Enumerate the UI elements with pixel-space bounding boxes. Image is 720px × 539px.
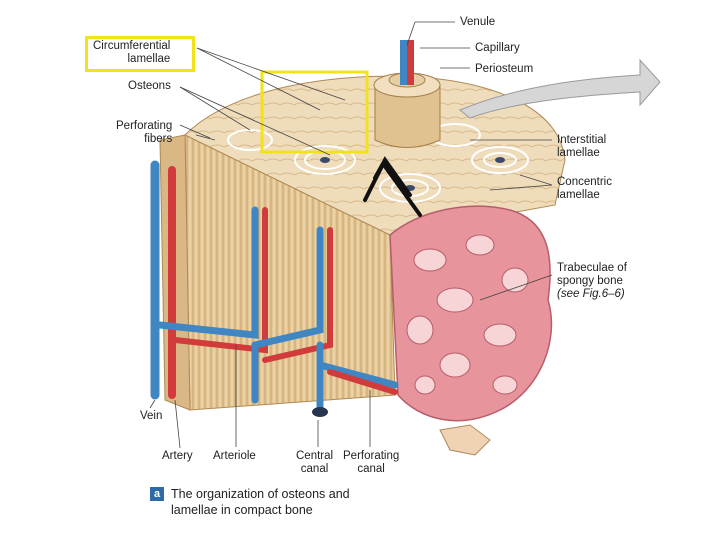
spongy-holes bbox=[406, 234, 529, 395]
label-arteriole: Arteriole bbox=[213, 450, 256, 462]
highlight-box-osteon bbox=[260, 70, 369, 154]
label-perforating-fibers: Perforating fibers bbox=[116, 120, 173, 145]
drawn-arrow-mark bbox=[363, 156, 422, 217]
label-artery: Artery bbox=[162, 450, 193, 462]
central-canals-top bbox=[320, 157, 505, 191]
blood-vessels bbox=[150, 160, 399, 416]
caption-badge: a bbox=[150, 487, 164, 501]
figure-caption: The organization of osteons and lamellae… bbox=[171, 487, 350, 517]
label-concentric-lamellae: Concentric lamellae bbox=[557, 176, 612, 201]
magnify-arrow bbox=[459, 58, 661, 119]
label-perforating-canal: Perforating canal bbox=[343, 450, 400, 475]
label-osteons: Osteons bbox=[128, 80, 171, 92]
label-capillary: Capillary bbox=[475, 42, 520, 54]
label-venule: Venule bbox=[460, 16, 496, 28]
label-vein: Vein bbox=[140, 410, 163, 422]
periosteum-cylinder bbox=[373, 40, 441, 148]
leader-lines bbox=[149, 21, 553, 449]
highlight-box-label bbox=[85, 36, 195, 72]
label-central-canal: Central canal bbox=[296, 450, 334, 475]
central-canal-opening bbox=[312, 407, 328, 417]
label-periosteum: Periosteum bbox=[475, 63, 534, 75]
label-circumferential-lamellae: Circumferential lamellae bbox=[93, 40, 171, 65]
label-trabeculae: Trabeculae of spongy bone (see Fig.6–6) bbox=[557, 262, 627, 300]
trabecula-branch bbox=[439, 424, 491, 456]
label-interstitial-lamellae: Interstitial lamellae bbox=[557, 134, 607, 159]
